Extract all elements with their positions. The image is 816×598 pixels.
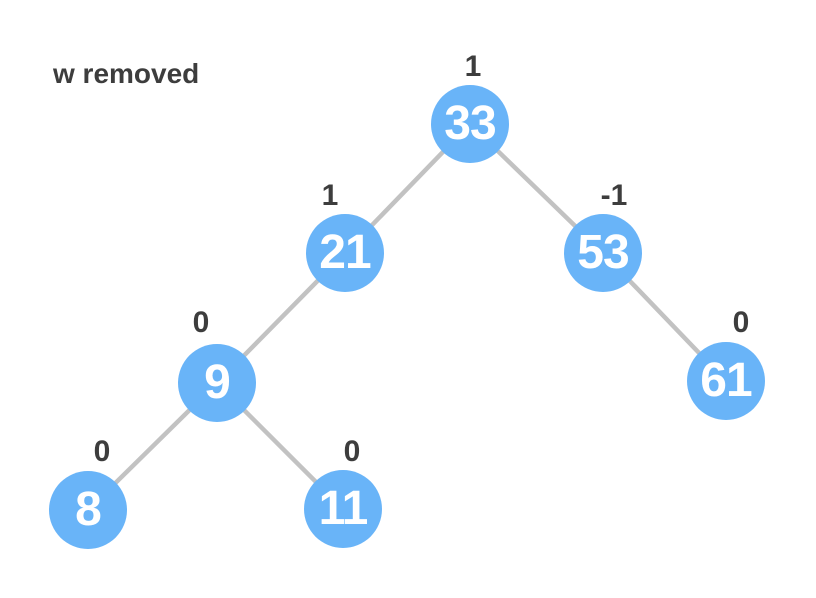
node-value-21: 21 [319, 226, 371, 279]
tree-node-11: 11 [304, 470, 382, 548]
tree-node-53: 53 [564, 214, 642, 292]
balance-factor-33: 1 [464, 50, 482, 83]
tree-node-61: 61 [687, 342, 765, 420]
balance-factor-8: 0 [93, 435, 111, 468]
node-value-33: 33 [444, 97, 496, 150]
tree-node-21: 21 [306, 214, 384, 292]
tree-node-33: 33 [431, 85, 509, 163]
tree-node-9: 9 [178, 344, 256, 422]
balance-factor-11: 0 [343, 435, 361, 468]
balance-factor-53: -1 [600, 179, 628, 212]
annotation-w-removed: w removed [53, 58, 200, 89]
node-value-9: 9 [204, 356, 231, 409]
balance-factor-21: 1 [321, 179, 339, 212]
node-value-61: 61 [700, 354, 752, 407]
node-value-53: 53 [577, 226, 629, 279]
balance-factor-9: 0 [192, 306, 210, 339]
balance-factor-61: 0 [732, 306, 750, 339]
node-value-8: 8 [75, 483, 102, 536]
tree-node-8: 8 [49, 471, 127, 549]
node-value-11: 11 [318, 482, 369, 535]
